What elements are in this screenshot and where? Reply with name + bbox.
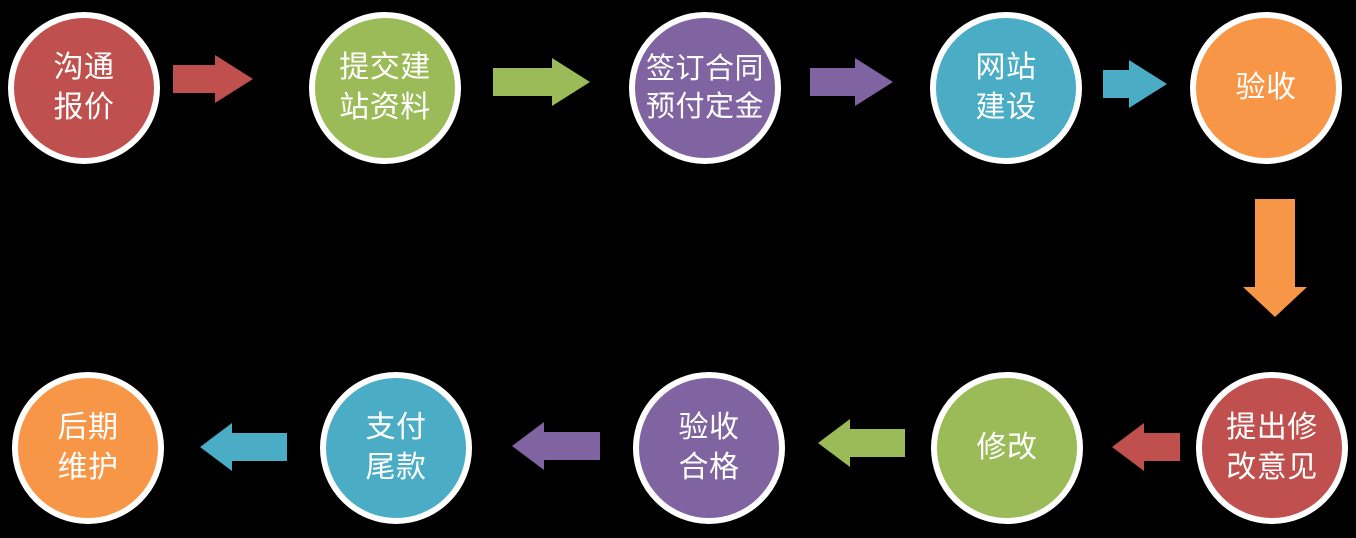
node-submit-site-materials: 提交建 站资料	[309, 12, 461, 164]
node-label-line: 尾款	[365, 451, 427, 484]
node-label-line: 建设	[975, 91, 1037, 124]
node-acceptance-passed: 验收 合格	[633, 372, 785, 524]
node-label-line: 预付定金	[645, 91, 764, 123]
arrow-head	[512, 422, 544, 470]
arrow-shaft	[173, 65, 215, 93]
node-label-line: 验收	[1235, 71, 1297, 105]
arrow-head	[855, 58, 893, 106]
node-label-line: 改意见	[1226, 451, 1318, 484]
arrow-shaft	[810, 68, 855, 96]
node-communicate-quote: 沟通 报价	[8, 12, 160, 164]
node-label-line: 后期	[57, 411, 119, 445]
node-label-line: 站资料	[339, 91, 431, 124]
node-propose-revisions: 提出修 改意见	[1196, 372, 1348, 524]
arrow-shaft	[1255, 199, 1295, 287]
arrow-shaft	[232, 433, 287, 461]
node-label-line: 支付	[365, 411, 427, 445]
arrow-left-icon	[818, 419, 905, 467]
arrow-shaft	[493, 68, 552, 96]
node-pay-balance: 支付 尾款	[320, 372, 472, 524]
arrow-right-icon	[810, 58, 893, 106]
node-label-line: 验收	[678, 411, 740, 445]
arrow-shaft	[544, 432, 600, 460]
arrow-right-icon	[1103, 60, 1167, 108]
arrow-head	[818, 419, 850, 467]
arrow-shaft	[850, 429, 905, 457]
arrow-head	[1112, 423, 1144, 471]
arrow-left-icon	[200, 423, 287, 471]
node-label-line: 修改	[976, 431, 1038, 465]
node-post-maintenance: 后期 维护	[12, 372, 164, 524]
arrow-head	[552, 58, 590, 106]
node-revise: 修改	[931, 372, 1083, 524]
arrow-shaft	[1144, 433, 1180, 461]
node-acceptance-check: 验收	[1190, 12, 1342, 164]
node-label-line: 维护	[57, 451, 119, 484]
node-website-construction: 网站 建设	[930, 12, 1082, 164]
arrow-head	[200, 423, 232, 471]
node-label-line: 签订合同	[645, 52, 764, 85]
node-label-line: 沟通	[53, 51, 115, 85]
arrow-head	[1129, 60, 1167, 108]
arrow-right-icon	[173, 55, 253, 103]
node-label-line: 提出修	[1226, 411, 1318, 445]
node-label-line: 报价	[53, 91, 115, 124]
arrow-left-icon	[512, 422, 600, 470]
node-label-line: 合格	[678, 451, 740, 484]
arrow-head	[215, 55, 253, 103]
node-sign-contract-pay-deposit: 签订合同 预付定金	[629, 12, 781, 164]
node-label-line: 提交建	[339, 51, 431, 85]
arrow-right-icon	[493, 58, 590, 106]
arrow-left-icon	[1112, 423, 1180, 471]
arrow-down-icon	[1243, 199, 1307, 317]
node-label-line: 网站	[975, 51, 1037, 85]
arrow-shaft	[1103, 70, 1129, 98]
arrow-head	[1243, 287, 1307, 317]
